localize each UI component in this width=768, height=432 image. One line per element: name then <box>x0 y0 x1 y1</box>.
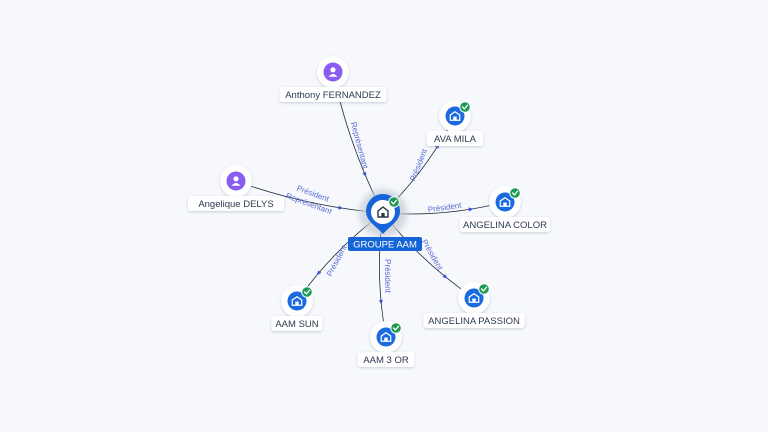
verified-check-icon <box>388 196 400 208</box>
center-label-box <box>348 237 422 251</box>
building-icon <box>376 327 396 347</box>
person-icon <box>323 62 343 82</box>
node-label: Anthony FERNANDEZ <box>285 90 381 101</box>
verified-check-icon <box>301 286 313 298</box>
verified-check-icon <box>478 283 490 295</box>
node-label-box <box>271 316 323 331</box>
building-icon <box>495 192 515 212</box>
edge-label: Président <box>408 147 429 182</box>
building-icon <box>377 206 389 218</box>
verified-check-icon <box>509 187 521 199</box>
node-label: Angelique DELYS <box>198 199 273 210</box>
node-label: AAM 3 OR <box>363 355 409 366</box>
node-label: ANGELINA PASSION <box>428 316 520 327</box>
node-or[interactable]: AAM 3 OR <box>357 321 415 367</box>
edge-label: Président <box>383 259 392 294</box>
node-label-box <box>423 313 525 328</box>
verified-check-icon <box>390 322 402 334</box>
edge-label: Président <box>420 238 445 272</box>
node-label: AVA MILA <box>434 134 477 145</box>
edge-arrow <box>468 207 474 212</box>
building-icon <box>464 288 484 308</box>
node-center[interactable]: GROUPE AAM <box>348 189 422 251</box>
edge-arrow <box>316 270 322 276</box>
node-angelique[interactable]: Angelique DELYS <box>188 165 284 211</box>
edge-label: Président <box>325 243 349 278</box>
node-label-box <box>188 196 284 211</box>
edge-arrow <box>362 171 367 178</box>
verified-check-icon <box>459 101 471 113</box>
center-label: GROUPE AAM <box>353 240 417 251</box>
edge-arrow <box>378 299 383 305</box>
edge-arrow <box>442 274 448 279</box>
person-icon <box>226 171 246 191</box>
node-label-box <box>357 352 415 367</box>
node-label-box <box>459 217 551 232</box>
node-anthony[interactable]: Anthony FERNANDEZ <box>279 56 387 102</box>
node-sun[interactable]: AAM SUN <box>271 285 323 331</box>
node-label-box <box>279 87 387 102</box>
node-ava[interactable]: AVA MILA <box>426 100 484 146</box>
edge-label: Représentant <box>349 121 370 170</box>
node-label: AAM SUN <box>275 319 318 330</box>
building-icon <box>287 291 307 311</box>
node-label-box <box>426 131 484 146</box>
node-color[interactable]: ANGELINA COLOR <box>459 186 551 232</box>
building-icon <box>445 106 465 126</box>
edge-arrow <box>338 205 344 210</box>
node-label: ANGELINA COLOR <box>463 220 547 231</box>
node-passion[interactable]: ANGELINA PASSION <box>423 282 525 328</box>
